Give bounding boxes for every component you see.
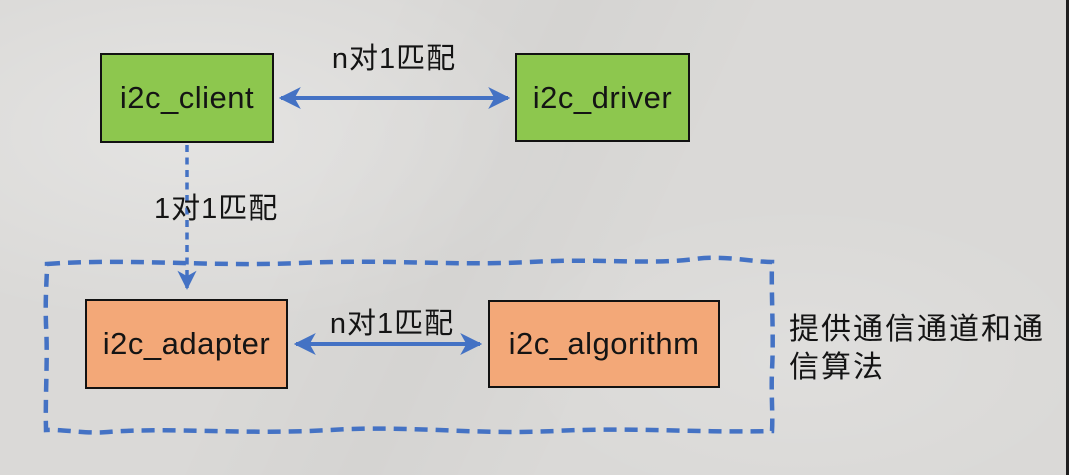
node-i2c-client-label: i2c_client <box>119 80 255 115</box>
node-i2c-algorithm: i2c_algorithm <box>488 300 720 388</box>
node-i2c-client: i2c_client <box>100 53 274 143</box>
group-annotation-text: 提供通信通道和通信算法 <box>789 313 1045 384</box>
screenshot-right-edge <box>1066 0 1069 475</box>
node-i2c-adapter: i2c_adapter <box>85 299 288 389</box>
client-driver-edge-label: n对1匹配 <box>331 43 457 75</box>
node-i2c-driver-label: i2c_driver <box>532 79 673 115</box>
node-i2c-driver: i2c_driver <box>515 53 690 142</box>
adapter-group-dashed-container <box>43 255 775 435</box>
client-adapter-edge-label: 1对1匹配 <box>154 193 279 225</box>
node-i2c-algorithm-label: i2c_algorithm <box>508 326 700 361</box>
node-i2c-adapter-label: i2c_adapter <box>102 326 271 361</box>
adapter-algorithm-edge-label: n对1匹配 <box>329 308 455 340</box>
